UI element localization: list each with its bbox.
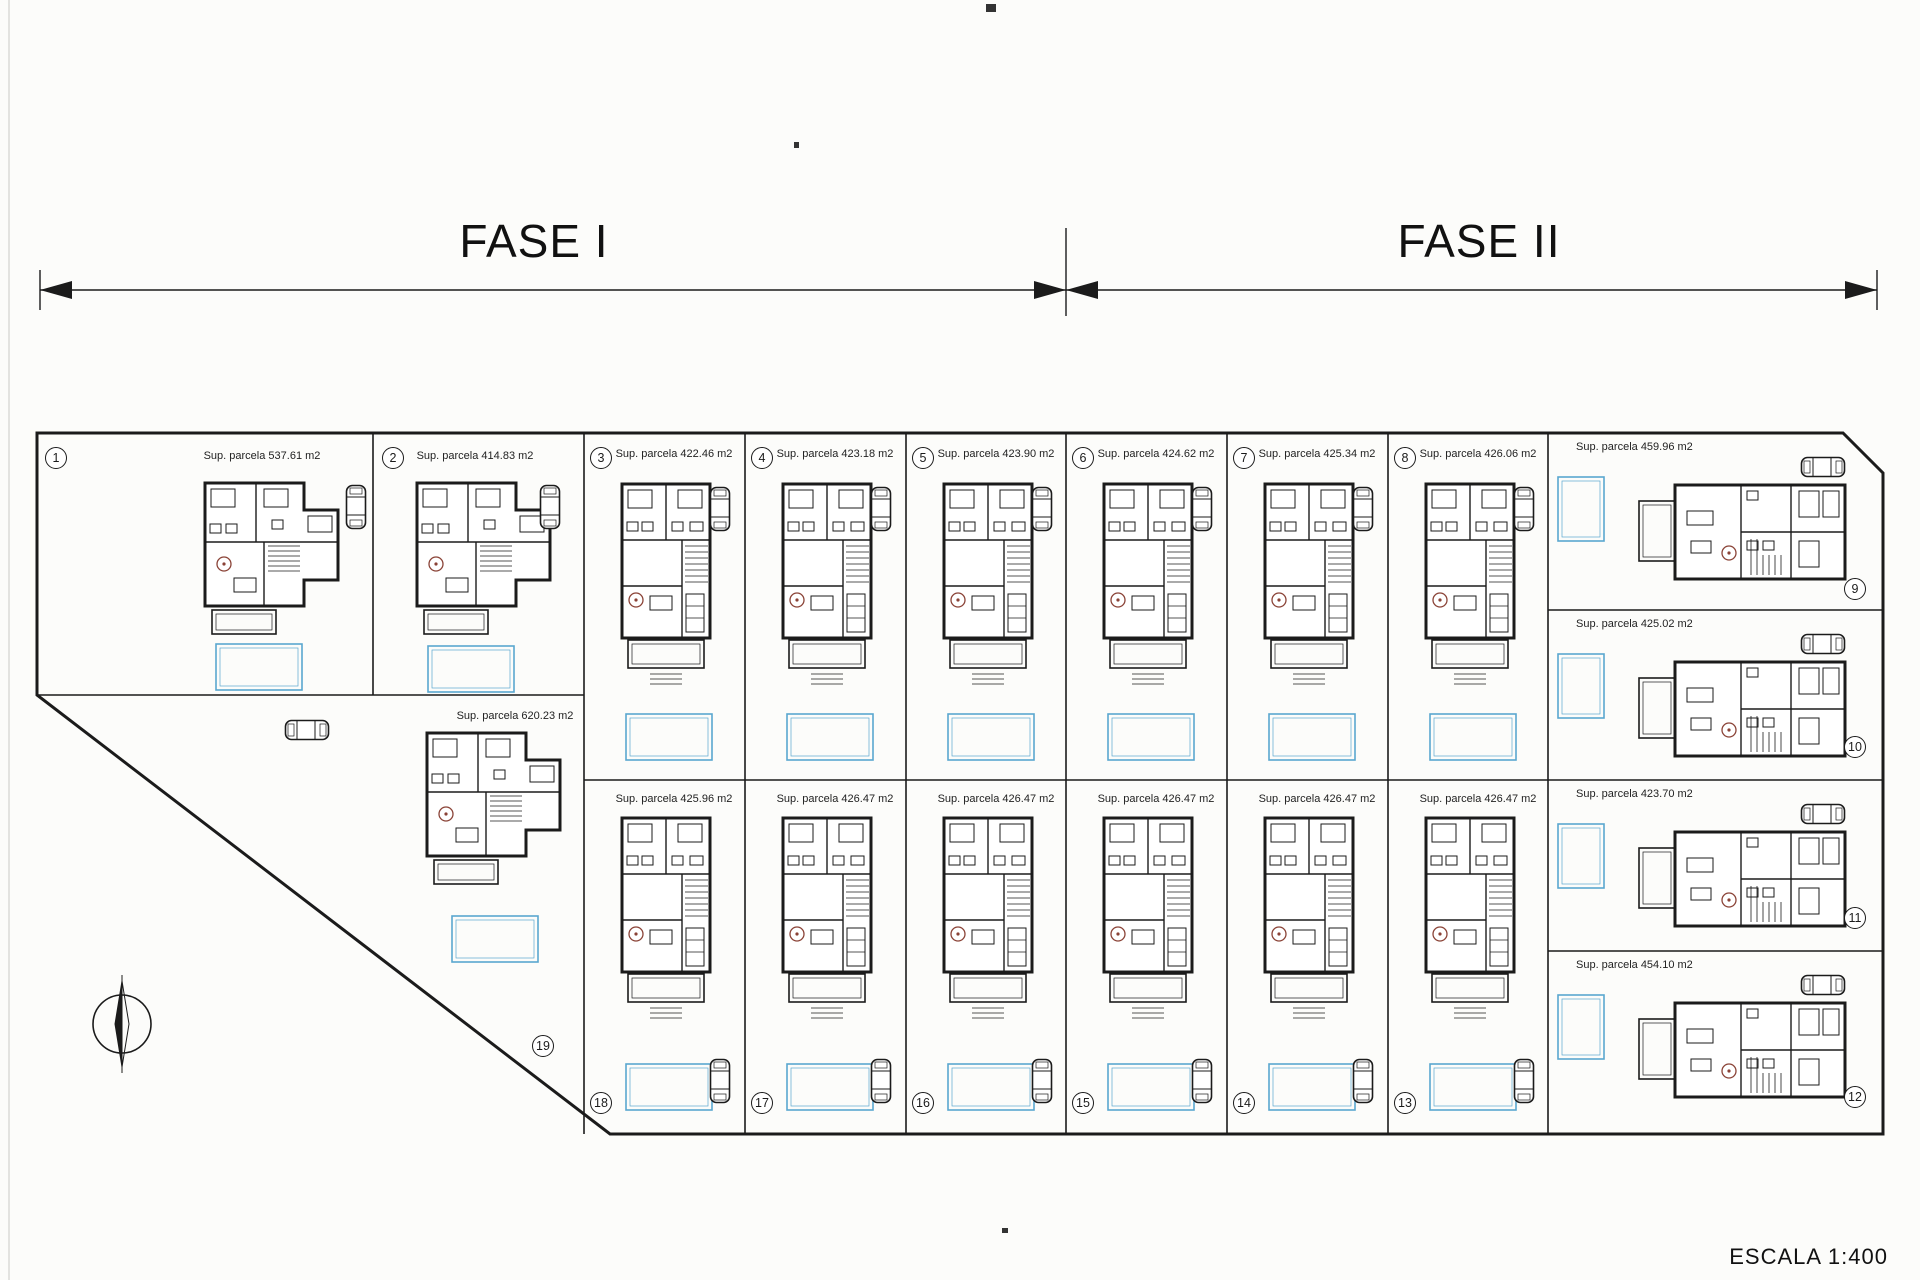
parcel-divider-lines xyxy=(37,433,1883,1134)
parcel-9-unit xyxy=(1558,458,1845,580)
parcel-number-badge: 3 xyxy=(590,447,612,469)
parcel-5-unit xyxy=(944,484,1052,760)
parcel-area-label: Sup. parcela 422.46 m2 xyxy=(615,448,733,460)
parcel-area-label: Sup. parcela 425.34 m2 xyxy=(1258,448,1376,460)
compass-rose xyxy=(92,975,152,1073)
parcel-area-label: Sup. parcela 426.06 m2 xyxy=(1419,448,1537,460)
phase2-title: FASE II xyxy=(1397,215,1561,267)
parcel-17-unit xyxy=(783,818,891,1110)
parcel-1-unit xyxy=(203,481,367,691)
parcel-area-label: Sup. parcela 426.47 m2 xyxy=(1258,793,1376,805)
parcel-area-label: Sup. parcela 425.96 m2 xyxy=(615,793,733,805)
parcel-number-badge: 8 xyxy=(1394,447,1416,469)
parcel-number-badge: 10 xyxy=(1844,736,1866,758)
parcel-area-label: Sup. parcela 620.23 m2 xyxy=(456,710,574,722)
parcel-2-unit xyxy=(415,481,561,693)
parcel-area-label: Sup. parcela 426.47 m2 xyxy=(937,793,1055,805)
dimension-line-fase1 xyxy=(39,270,1066,310)
parcel-area-label: Sup. parcela 414.83 m2 xyxy=(416,450,534,462)
scan-speck xyxy=(794,142,799,148)
parcel-number-badge: 19 xyxy=(532,1035,554,1057)
parcel-8-unit xyxy=(1426,484,1534,760)
parcel-number-badge: 11 xyxy=(1844,907,1866,929)
parcel-area-label: Sup. parcela 423.18 m2 xyxy=(776,448,894,460)
parcel-number-badge: 4 xyxy=(751,447,773,469)
parcel-area-label: Sup. parcela 423.90 m2 xyxy=(937,448,1055,460)
parcel-12-unit xyxy=(1558,976,1845,1098)
parcel-number-badge: 14 xyxy=(1233,1092,1255,1114)
parcel-number-badge: 5 xyxy=(912,447,934,469)
parcel-6-unit xyxy=(1104,484,1212,760)
parcel-area-label: Sup. parcela 424.62 m2 xyxy=(1097,448,1215,460)
parcel-number-badge: 1 xyxy=(45,447,67,469)
parcel-area-label: Sup. parcela 426.47 m2 xyxy=(776,793,894,805)
parcel-10-unit xyxy=(1558,635,1845,757)
parcel-area-label: Sup. parcela 425.02 m2 xyxy=(1576,618,1693,630)
parcel-13-unit xyxy=(1426,818,1534,1110)
parcel-number-badge: 12 xyxy=(1844,1086,1866,1108)
scan-speck xyxy=(986,4,996,12)
scan-speck xyxy=(1002,1228,1008,1233)
parcel-number-badge: 13 xyxy=(1394,1092,1416,1114)
parcel-number-badge: 18 xyxy=(590,1092,612,1114)
parcel-14-unit xyxy=(1265,818,1373,1110)
parcel-7-unit xyxy=(1265,484,1373,760)
parcel-number-badge: 2 xyxy=(382,447,404,469)
parcel-area-label: Sup. parcela 423.70 m2 xyxy=(1576,788,1693,800)
parcel-area-label: Sup. parcela 454.10 m2 xyxy=(1576,959,1693,971)
parcel-number-badge: 9 xyxy=(1844,578,1866,600)
parcel-15-unit xyxy=(1104,818,1212,1110)
parcel-number-badge: 7 xyxy=(1233,447,1255,469)
phase1-title: FASE I xyxy=(459,215,609,267)
parcel-18-unit xyxy=(622,818,730,1110)
parcel-16-unit xyxy=(944,818,1052,1110)
parcel-number-badge: 16 xyxy=(912,1092,934,1114)
parcel-area-label: Sup. parcela 426.47 m2 xyxy=(1419,793,1537,805)
scan-edge-artifact xyxy=(8,0,10,1280)
parcel-number-badge: 15 xyxy=(1072,1092,1094,1114)
parcel-area-label: Sup. parcela 537.61 m2 xyxy=(203,450,321,462)
scale-label: ESCALA 1:400 xyxy=(1729,1244,1888,1269)
parcel-3-unit xyxy=(622,484,730,760)
parcel-number-badge: 6 xyxy=(1072,447,1094,469)
parcel-11-unit xyxy=(1558,805,1845,927)
parcel-area-label: Sup. parcela 426.47 m2 xyxy=(1097,793,1215,805)
parcel-number-badge: 17 xyxy=(751,1092,773,1114)
dimension-line-fase2 xyxy=(1065,228,1878,316)
parcel-area-label: Sup. parcela 459.96 m2 xyxy=(1576,441,1693,453)
parcel-19-unit xyxy=(284,719,562,963)
parcel-4-unit xyxy=(783,484,891,760)
